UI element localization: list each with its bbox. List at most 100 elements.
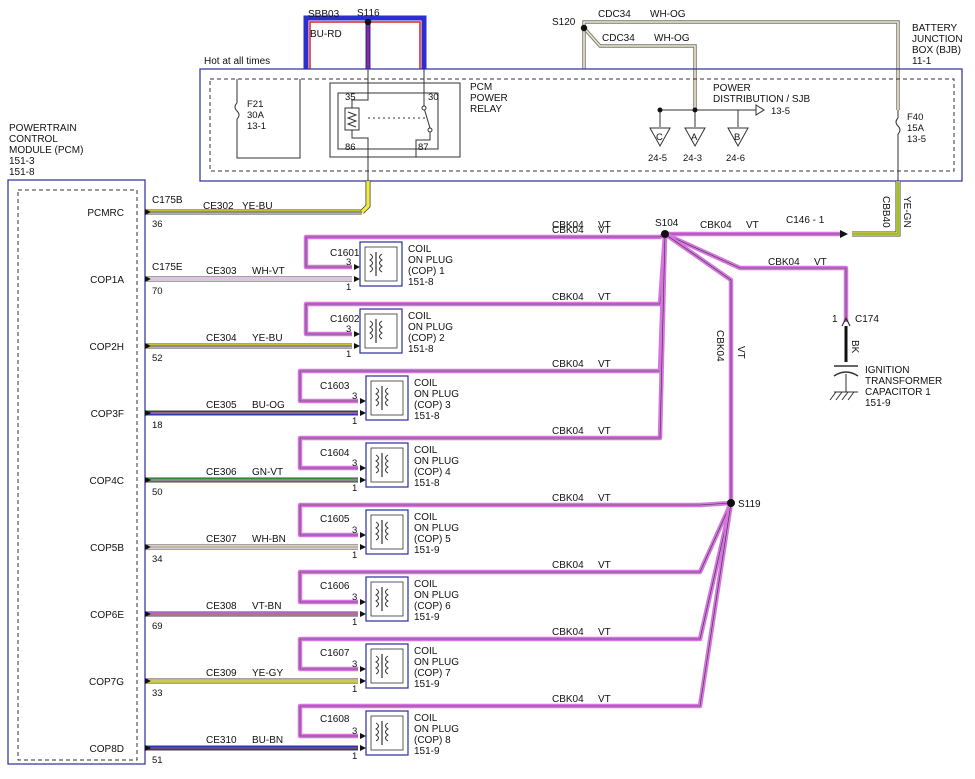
coil-4-secondary-icon (385, 454, 389, 474)
pcm-pin-6-number: 34 (152, 554, 163, 565)
coil-5-ref: 151-9 (414, 545, 440, 556)
coil-4-label-1: COIL (414, 445, 438, 456)
signal-1-color: WH-VT (252, 266, 285, 277)
signal-5-color: WH-BN (252, 534, 286, 545)
coil-7-pin-top: 3 (352, 659, 357, 670)
coil-5-connector: C1605 (320, 514, 350, 525)
cbb40-wire-stripe (852, 181, 899, 235)
pcm-pins: PCMRC36C175BCOP1A70C175ECOP2H52COP3F18CO… (87, 195, 183, 766)
terminal-a-icon (684, 127, 706, 148)
pcm-pin-7-number: 69 (152, 621, 163, 632)
coil-4-pin1-arrow (360, 477, 366, 483)
pcm-power-circuit: CE302 (203, 201, 234, 212)
coil-2-label-1: COIL (408, 311, 432, 322)
pcm-pin-3-name: COP2H (90, 342, 124, 353)
sbb03-label: SBB03 (308, 9, 340, 20)
pcm-power-relay (329, 69, 461, 181)
c146-connector-icon (840, 230, 848, 238)
pcm-title-4: 151-3 (9, 156, 35, 167)
coil-7-inner (370, 648, 404, 684)
c146-label: C146 - 1 (786, 215, 825, 226)
coil-2-pin3-arrow (354, 331, 360, 337)
coil-3-inner (370, 380, 404, 416)
coil-5-winding-icon (375, 521, 379, 541)
coil-5-pin-bottom: 1 (352, 550, 357, 561)
cbk04-feed-5-color: VT (598, 493, 611, 504)
cdc34-color-2: WH-OG (654, 33, 690, 44)
coil-6-label-1: COIL (414, 579, 438, 590)
relay-pin-86: 86 (345, 142, 356, 153)
pcm-pin-9-number: 51 (152, 755, 163, 766)
pcm-pin-7-arrow (145, 611, 151, 617)
signal-7-color: YE-GY (252, 668, 283, 679)
terminal-b-icon (727, 127, 749, 148)
coil-6-pin-bottom: 1 (352, 617, 357, 628)
pcm-title-2: CONTROL (9, 134, 58, 145)
cbk04-color-cap: VT (814, 257, 827, 268)
coil-1-pin-top: 3 (346, 257, 351, 268)
coil-3-connector: C1603 (320, 381, 350, 392)
pcm-power-riser (360, 181, 370, 214)
pcm-pin-2-number: 70 (152, 286, 163, 297)
cdc34-circuit-1: CDC34 (598, 9, 631, 20)
signal-3-circuit: CE305 (206, 400, 237, 411)
cbk04-feed-6-color: VT (598, 560, 611, 571)
signal-2-circuit: CE304 (206, 333, 237, 344)
signal-4-color: GN-VT (252, 467, 283, 478)
relay-label-1: PCM (470, 82, 492, 93)
cbk04-feed-8-circuit: CBK04 (552, 694, 584, 705)
coil-4-pin-top: 3 (352, 458, 357, 469)
signal-6-color: VT-BN (252, 601, 281, 612)
pcm-pin-8-arrow (145, 678, 151, 684)
bjb-label-2: JUNCTION (912, 34, 963, 45)
coil-8-secondary-icon (385, 722, 389, 742)
power-dist-label-1: POWER (713, 83, 751, 94)
coil-7-box (365, 643, 409, 689)
terminal-c-ref: 24-5 (648, 153, 667, 164)
coil-2-inner (364, 313, 398, 349)
coil-5-number: (COP) 5 (414, 534, 451, 545)
coil-2-connector: C1602 (330, 314, 360, 325)
coil-4-number: (COP) 4 (414, 467, 451, 478)
bjb-labels: SBB03 BU-RD S116 S120 CDC34 WH-OG CDC34 … (204, 8, 963, 164)
fuse-f21 (234, 79, 301, 159)
pcm-title-5: 151-8 (9, 167, 35, 178)
coil-7-secondary-icon (385, 655, 389, 675)
pcm-pin-5-name: COP4C (90, 476, 124, 487)
s119-splice-dot (727, 499, 735, 507)
coil-feed-6 (297, 502, 734, 605)
capacitor-label-4: 151-9 (865, 398, 891, 409)
bjb-label-4: 11-1 (912, 56, 932, 67)
s120-splice-dot (580, 24, 588, 32)
s120-label: S120 (552, 17, 576, 28)
cbk04-feed-3-circuit: CBK04 (552, 359, 584, 370)
pcm-pin-2-connector: C175E (152, 262, 183, 273)
pcm-pin-6-arrow (145, 544, 151, 550)
coil-2-label-2: ON PLUG (408, 322, 453, 333)
coil-2-number: (COP) 2 (408, 333, 445, 344)
pcm-pin-6-name: COP5B (90, 543, 124, 554)
coil-6-winding-icon (375, 588, 379, 608)
terminal-b-letter: B (734, 132, 740, 143)
signal-7-circuit: CE309 (206, 668, 237, 679)
terminal-c-letter: C (656, 132, 663, 143)
terminal-a-ref: 24-3 (683, 153, 702, 164)
cbb40-color: YE-GN (901, 196, 912, 228)
coil-2-pin-bottom: 1 (346, 349, 351, 360)
wires-layer (145, 181, 901, 751)
top-supply-wires (303, 15, 900, 110)
coil-8-inner (370, 715, 404, 751)
coil-8-ref: 151-9 (414, 746, 440, 757)
pcm-pin-8-number: 33 (152, 688, 163, 699)
coil-2-box (359, 308, 403, 354)
f40-rating: 15A (907, 123, 925, 134)
pcm-pin-9-arrow (145, 745, 151, 751)
coil-3-label-1: COIL (414, 378, 438, 389)
signal-6-circuit: CE308 (206, 601, 237, 612)
f21-name: F21 (247, 99, 263, 110)
coil-5-label-2: ON PLUG (414, 523, 459, 534)
pcm-pin-3-number: 52 (152, 353, 163, 364)
cbk04-to-s119 (663, 232, 734, 503)
pcm-pin-3-arrow (145, 343, 151, 349)
